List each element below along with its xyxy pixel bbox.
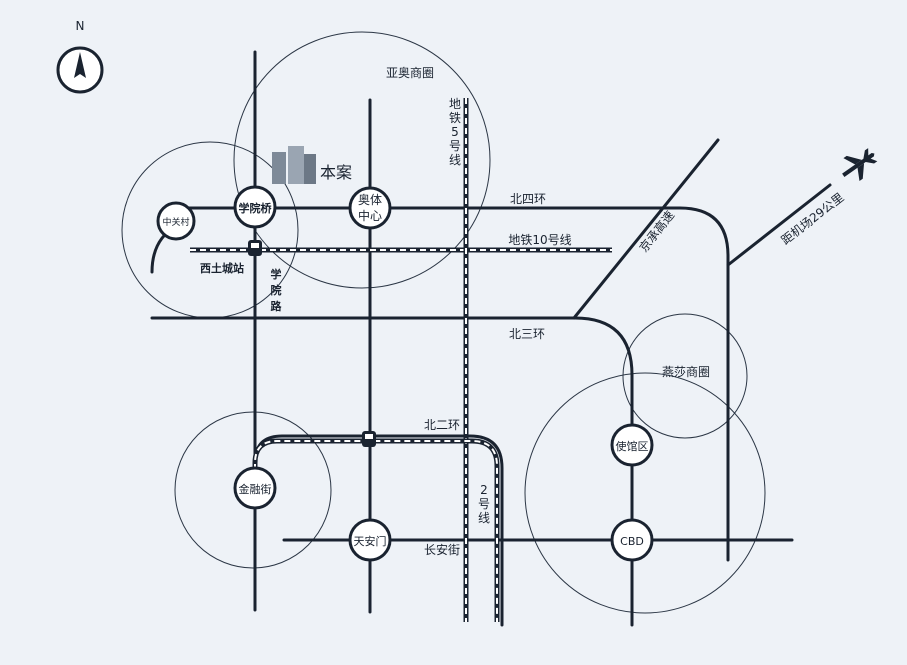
line2-char: 线 [478, 511, 490, 525]
airport-road-line [726, 183, 832, 267]
jinrongjie-node [233, 466, 277, 510]
shiguanqu-label: 使馆区 [616, 439, 649, 453]
xitucheng-station-label: 西土城站 [200, 261, 244, 275]
aoti-label-line1: 奥体 [358, 193, 382, 207]
tiananmen-node [348, 518, 392, 562]
yaao-zone-circle [233, 31, 491, 289]
ring4-label: 北四环 [510, 192, 546, 206]
cbd-node [610, 518, 654, 562]
train-icon [248, 240, 262, 256]
line2-inner [254, 440, 498, 622]
jinrongjie-zone-arc [174, 411, 332, 569]
line5-char: 线 [449, 153, 461, 167]
xueyuanqiao-node [233, 185, 277, 229]
line2-char: 2 [480, 483, 488, 497]
project-label: 本案 [320, 163, 352, 182]
ring3-line [150, 316, 634, 627]
shiguanqu-node [610, 423, 654, 467]
line5-char: 号 [449, 139, 461, 153]
line2-char: 号 [478, 497, 490, 511]
yansha-zone-circle [622, 313, 748, 439]
north-arrow-icon [56, 46, 104, 94]
jinrongjie-label: 金融街 [239, 482, 272, 496]
line5-char: 铁 [449, 111, 461, 125]
train-icon [362, 431, 376, 447]
zhongguancun-label: 中关村 [162, 216, 189, 228]
aoti-label-line2: 中心 [358, 208, 382, 223]
ring4-line [174, 206, 730, 562]
aoti-node [348, 186, 392, 230]
ring2-label: 北二环 [424, 418, 460, 432]
xueyuanqiao-label: 学院桥 [239, 201, 273, 215]
changan-label: 长安街 [424, 542, 460, 557]
building-icon [272, 146, 316, 184]
zhongguancun-node [156, 201, 196, 241]
line5-char: 地 [449, 97, 461, 111]
xueyuan-road-char: 路 [271, 299, 283, 313]
line5-char: 5 [451, 125, 459, 139]
north-label: N [76, 19, 85, 33]
expressway-line [572, 138, 720, 320]
airplane-icon [842, 148, 878, 182]
line10-label: 地铁10号线 [508, 233, 571, 247]
ring3-label: 北三环 [509, 327, 545, 341]
xueyuan-road-char: 学 [271, 267, 282, 281]
cbd-zone-circle [524, 372, 766, 614]
yansha-zone-label: 燕莎商圈 [662, 364, 710, 379]
yaao-zone-label: 亚奥商圈 [386, 65, 434, 80]
cbd-label: CBD [620, 535, 644, 548]
xueyuan-road-char: 院 [271, 283, 282, 297]
tiananmen-label: 天安门 [354, 534, 387, 548]
